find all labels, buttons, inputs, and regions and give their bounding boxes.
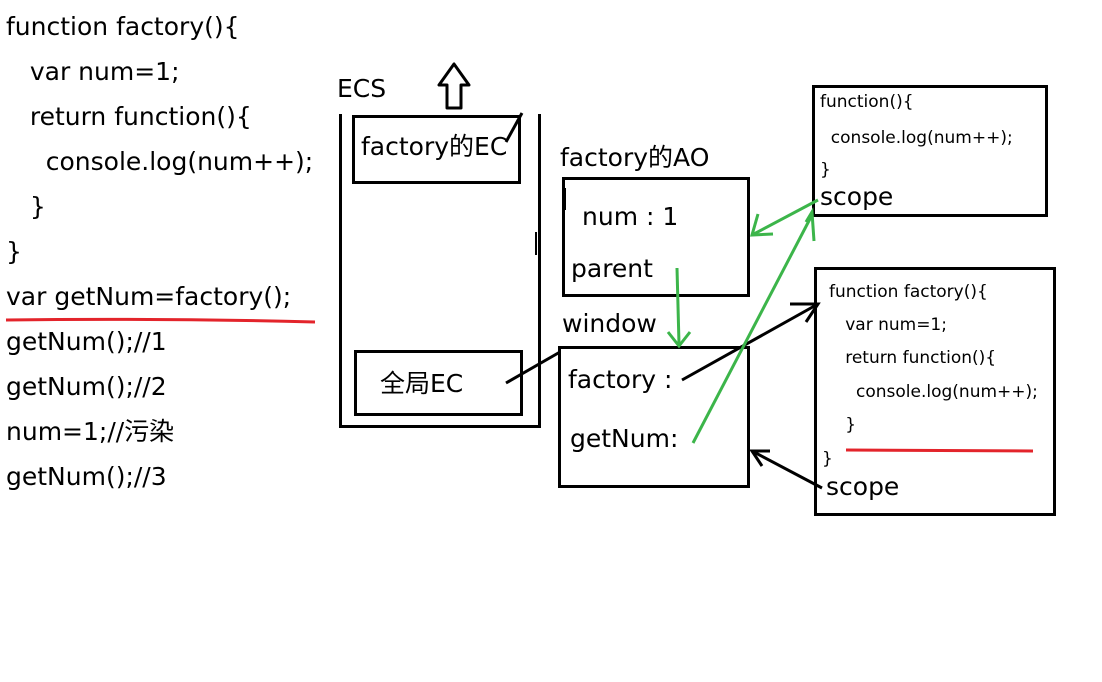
- ao-num: num : 1: [582, 202, 679, 231]
- connector-global-ec: [505, 350, 561, 385]
- window-title: window: [562, 309, 657, 338]
- arrow-scope-to-window-head: [749, 449, 770, 467]
- inner-fn-line: function(){: [820, 92, 914, 112]
- factory-fn-line: var num=1;: [829, 315, 947, 335]
- green-parent-to-window-head: [666, 331, 692, 349]
- green-scope-to-ao: [751, 198, 819, 237]
- ao-title: factory的AO: [560, 143, 710, 172]
- green-getnum-to-inner-fn-head: [804, 207, 816, 242]
- green-parent-to-window: [675, 267, 681, 345]
- window-getnum: getNum:: [570, 424, 679, 453]
- global-ec-label: 全局EC: [380, 369, 464, 398]
- arrow-factory-to-fn-head: [790, 302, 821, 323]
- factory-ec-label: factory的EC: [361, 132, 508, 161]
- green-getnum-to-inner-fn: [691, 214, 814, 444]
- ao-box: [562, 177, 750, 297]
- red-underline-code: [5, 317, 316, 324]
- factory-fn-line: }: [822, 449, 833, 469]
- code-line: }: [6, 192, 46, 221]
- factory-fn-scope: scope: [826, 472, 900, 501]
- arrow-scope-to-window: [751, 449, 823, 490]
- ecs-title: ECS: [337, 74, 387, 103]
- window-box: [558, 346, 750, 488]
- code-line: getNum();//2: [6, 372, 167, 401]
- factory-fn-line: console.log(num++);: [829, 382, 1038, 402]
- code-line: }: [6, 237, 22, 266]
- up-arrow-icon: [437, 62, 471, 110]
- code-line: console.log(num++);: [6, 147, 314, 176]
- connector-factory-ec: [504, 112, 524, 143]
- arrow-factory-to-fn: [681, 302, 819, 382]
- code-line: num=1;//污染: [6, 417, 175, 446]
- inner-fn-line: }: [820, 160, 831, 180]
- ao-parent: parent: [571, 254, 653, 283]
- inner-fn-line: console.log(num++);: [820, 128, 1013, 148]
- factory-ec-box: [352, 115, 521, 184]
- green-scope-to-ao-head: [749, 213, 774, 237]
- ecs-stack: [339, 114, 541, 428]
- code-line: getNum();//3: [6, 462, 167, 491]
- red-underline-factory-fn: [845, 448, 1034, 453]
- code-line: getNum();//1: [6, 327, 167, 356]
- global-ec-box: [354, 350, 523, 416]
- factory-fn-line: function factory(){: [829, 282, 988, 302]
- code-line: var getNum=factory();: [6, 282, 292, 311]
- factory-function-box: [814, 267, 1056, 516]
- code-line: var num=1;: [6, 57, 180, 86]
- factory-fn-line: }: [829, 415, 857, 435]
- code-line: function factory(){: [6, 12, 240, 41]
- inner-fn-scope: scope: [820, 182, 894, 211]
- window-factory: factory :: [568, 365, 673, 394]
- factory-fn-line: return function(){: [829, 348, 997, 368]
- inner-function-box: [812, 85, 1048, 217]
- code-line: return function(){: [6, 102, 252, 131]
